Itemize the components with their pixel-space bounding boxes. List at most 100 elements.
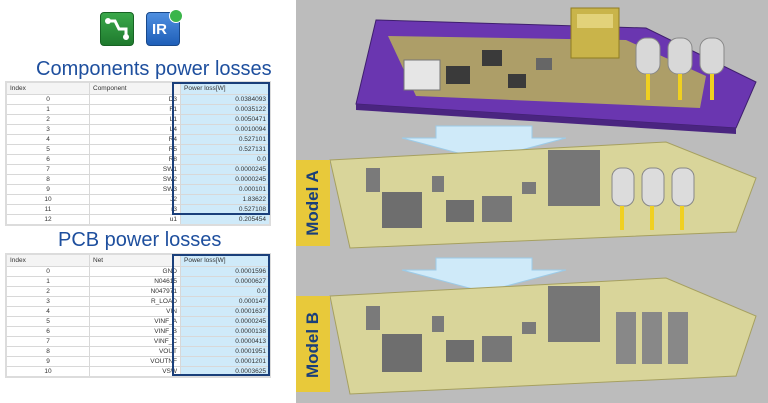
cell-index: 6 (5, 326, 90, 337)
down-arrow (401, 257, 567, 293)
cell-index: 5 (5, 316, 90, 327)
route-icon[interactable] (100, 12, 134, 46)
cell-power-loss: 0.205454 (180, 214, 271, 226)
cell-name: r3 (89, 204, 181, 215)
cell-name: VIN (89, 306, 181, 317)
ir-icon[interactable]: IR (146, 9, 183, 46)
cell-power-loss: 0.0000245 (180, 174, 271, 185)
route-icon-graphic (105, 18, 129, 40)
cell-index: 9 (5, 184, 90, 195)
header-power-loss[interactable]: Power loss[W] (180, 81, 271, 95)
header-index[interactable]: Index (5, 253, 90, 267)
model-b-label: Model B (296, 285, 330, 403)
cell-power-loss: 0.0000627 (180, 276, 271, 287)
model-a-label: Model A (296, 143, 330, 263)
cell-power-loss: 0.0001201 (180, 356, 271, 367)
header-index[interactable]: Index (5, 81, 90, 95)
model-view-graphic (296, 7, 757, 395)
cell-name: VINF_B (89, 326, 181, 337)
cell-power-loss: 0.0010094 (180, 124, 271, 135)
cell-power-loss: 0.0050471 (180, 114, 271, 125)
header-component[interactable]: Component (89, 81, 181, 95)
model-view-panel[interactable]: Model A Model B (296, 0, 768, 403)
cell-power-loss: 0.0000245 (180, 316, 271, 327)
cell-power-loss: 0.527131 (180, 144, 271, 155)
model-b-label-text: Model B (303, 311, 322, 379)
cell-index: 1 (5, 104, 90, 115)
cell-power-loss: 0.0001637 (180, 306, 271, 317)
cell-name: SW3 (89, 184, 181, 195)
cell-index: 1 (5, 276, 90, 287)
cell-name: J2 (89, 194, 181, 205)
cell-power-loss: 0.0035122 (180, 104, 271, 115)
cell-name: VINF_A (89, 316, 181, 327)
pcb-title: PCB power losses (58, 229, 222, 251)
cell-index: 3 (5, 124, 90, 135)
header-power-loss[interactable]: Power loss[W] (180, 253, 271, 267)
table-header-row: Index Component Power loss[W] (5, 81, 271, 95)
cell-power-loss: 0.0000245 (180, 164, 271, 175)
cell-index: 3 (5, 296, 90, 307)
header-net[interactable]: Net (89, 253, 181, 267)
model-a (296, 141, 757, 249)
cell-name: SW1 (89, 164, 181, 175)
cell-index: 4 (5, 306, 90, 317)
model-a-label-text: Model A (303, 170, 322, 236)
cell-name: VINF_C (89, 336, 181, 347)
cell-power-loss: 1.83622 (180, 194, 271, 205)
cell-power-loss: 0.0001596 (180, 266, 271, 277)
cell-index: 11 (5, 204, 90, 215)
cell-index: 10 (5, 194, 90, 205)
cell-name: D3 (89, 94, 181, 105)
cell-index: 0 (5, 266, 90, 277)
cell-name: L1 (89, 114, 181, 125)
cell-name: N047971 (89, 286, 181, 297)
cell-index: 9 (5, 356, 90, 367)
cell-power-loss: 0.0000138 (180, 326, 271, 337)
cell-power-loss: 0.000147 (180, 296, 271, 307)
cell-index: 4 (5, 134, 90, 145)
cell-name: u1 (89, 214, 181, 226)
cell-power-loss: 0.527108 (180, 204, 271, 215)
cell-power-loss: 0.527101 (180, 134, 271, 145)
cell-index: 2 (5, 114, 90, 125)
cell-index: 7 (5, 336, 90, 347)
cell-power-loss: 0.0000413 (180, 336, 271, 347)
components-title: Components power losses (36, 58, 272, 80)
cell-name: VSW (89, 366, 181, 378)
cell-index: 8 (5, 174, 90, 185)
cell-power-loss: 0.0001951 (180, 346, 271, 357)
cell-power-loss: 0.0 (180, 286, 271, 297)
cell-index: 8 (5, 346, 90, 357)
cell-index: 12 (5, 214, 90, 226)
cell-name: N04615 (89, 276, 181, 287)
cell-name: GND (89, 266, 181, 277)
play-icon (169, 9, 183, 23)
cell-index: 7 (5, 164, 90, 175)
